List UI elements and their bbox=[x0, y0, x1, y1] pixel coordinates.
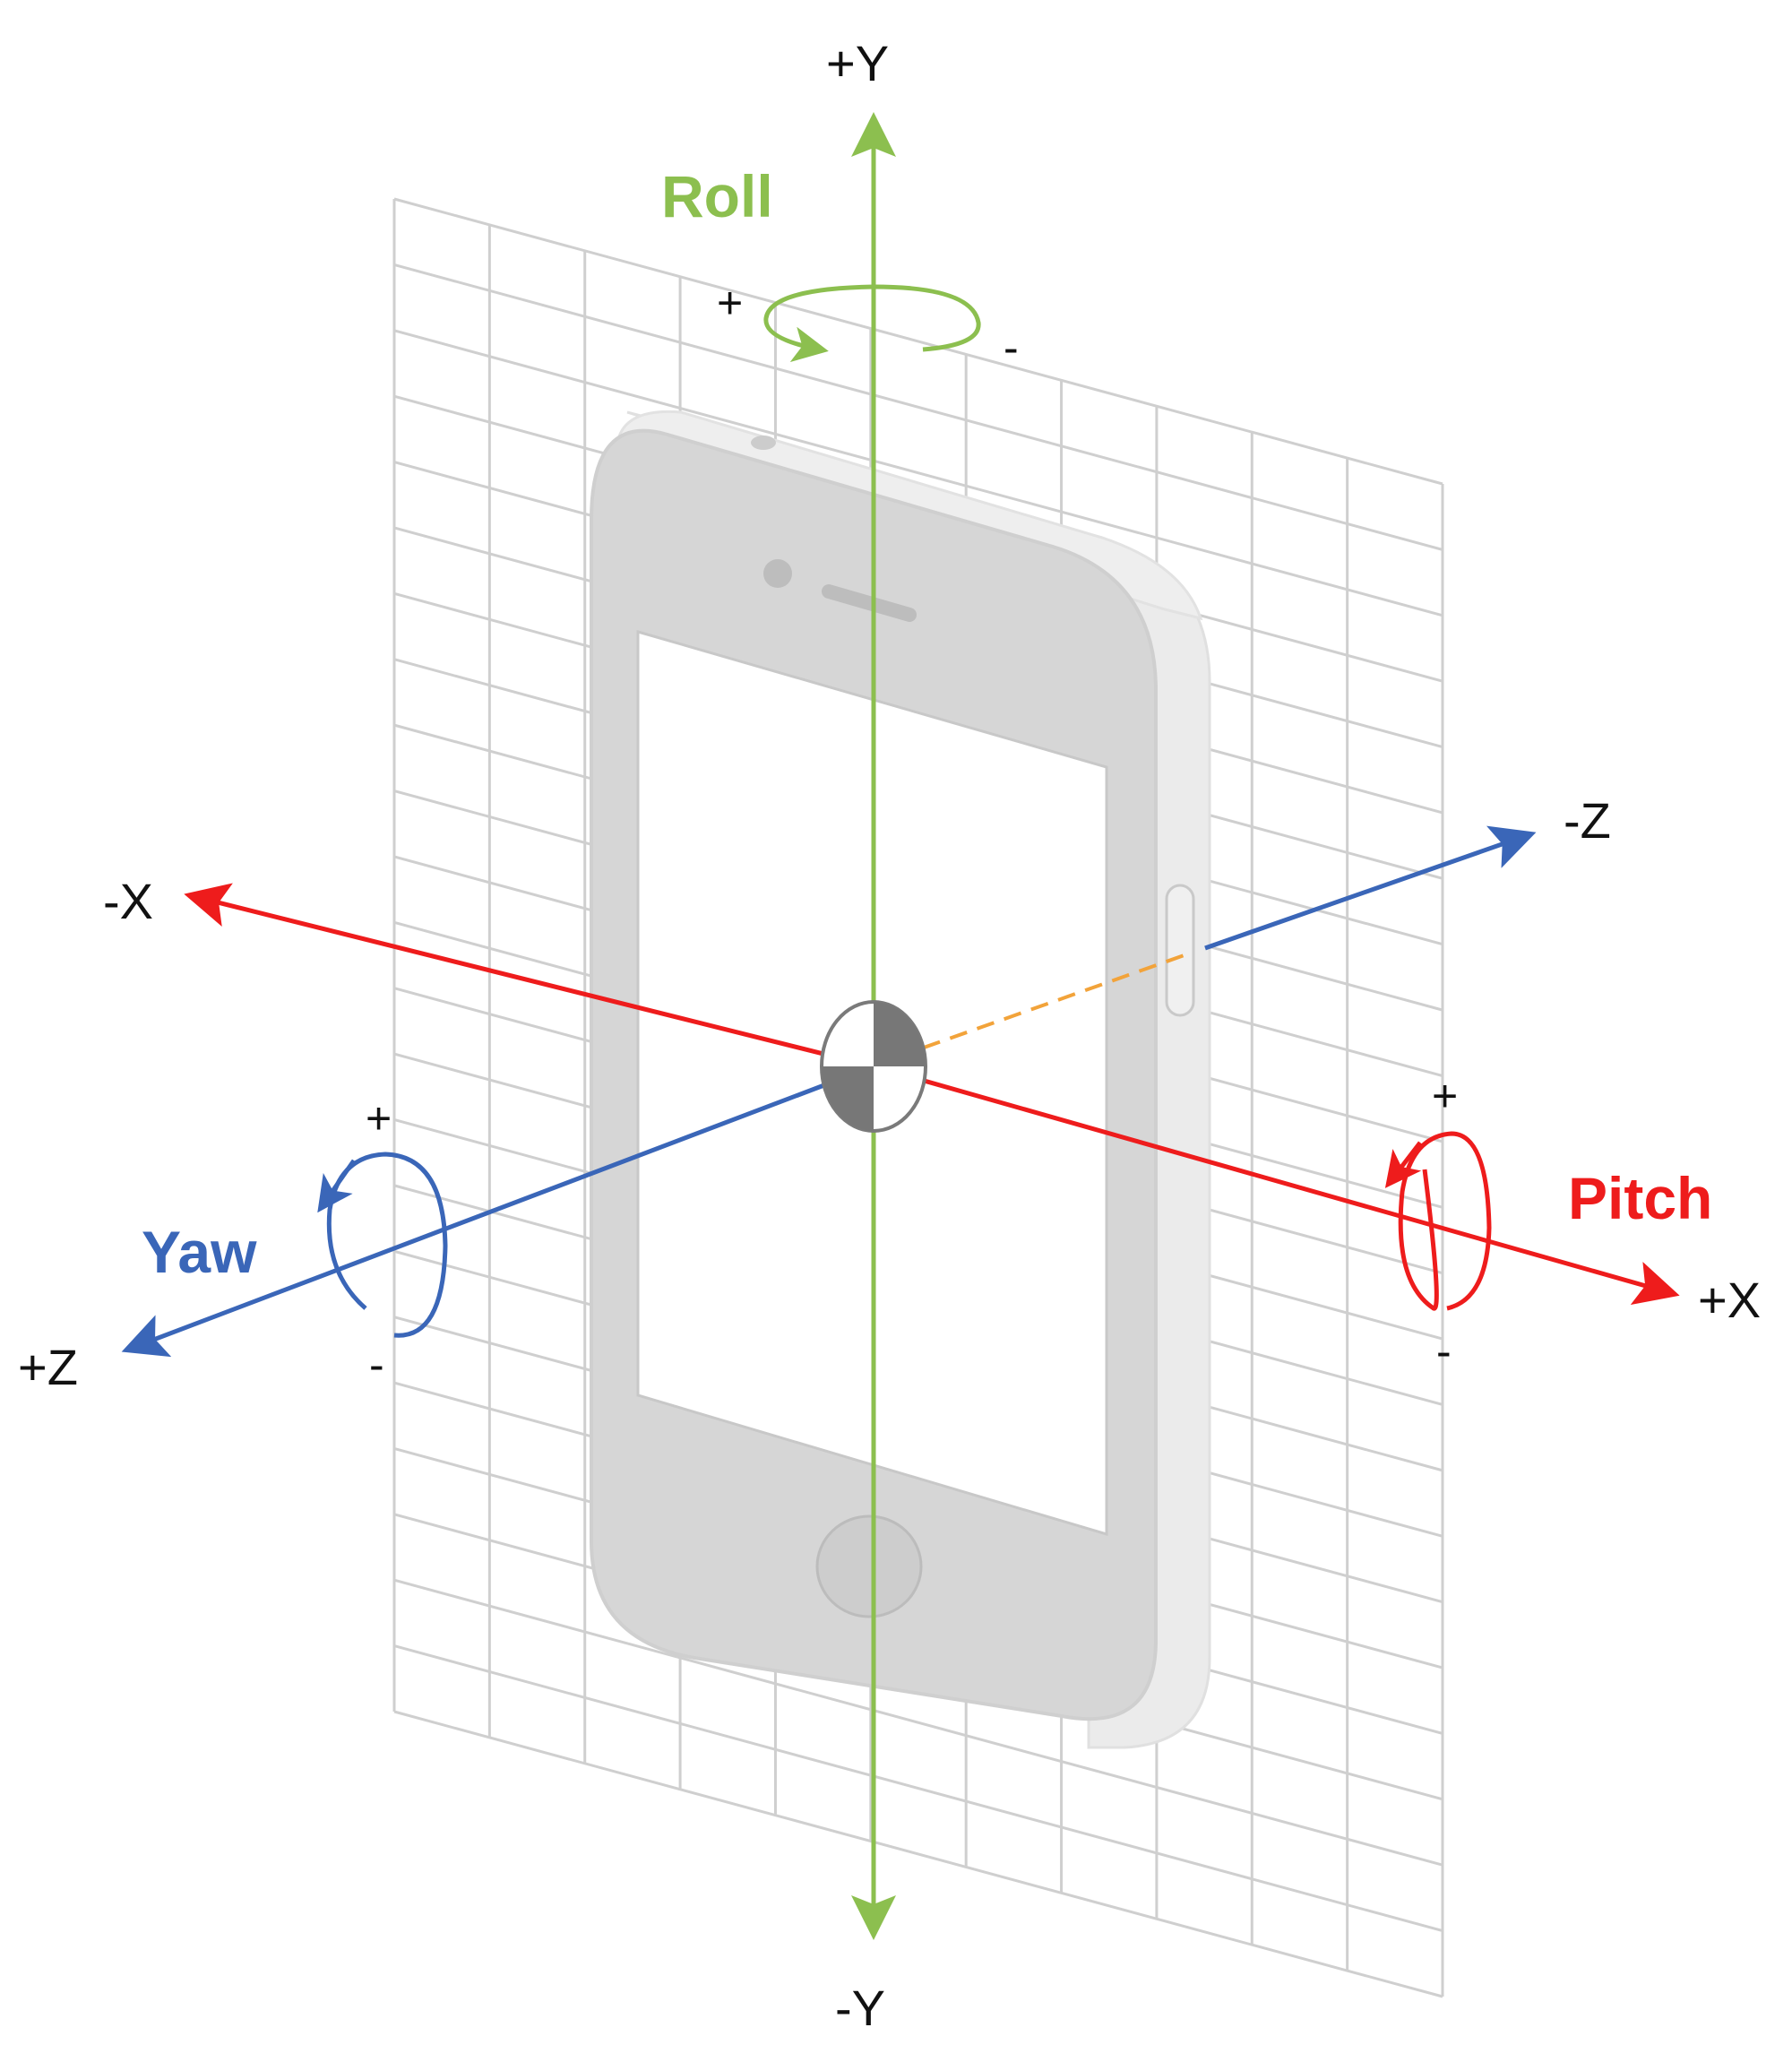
grid-line-horizontal bbox=[393, 1578, 1443, 1867]
pitch-label: Pitch bbox=[1568, 1165, 1712, 1231]
pitch-plus-sign: + bbox=[1432, 1071, 1458, 1121]
rotation-arrow-icon bbox=[326, 1152, 448, 1338]
roll-minus-sign: - bbox=[1004, 323, 1019, 373]
speaker-grille bbox=[822, 584, 917, 622]
center-of-mass-icon bbox=[820, 1000, 927, 1133]
grid-line-horizontal bbox=[393, 197, 1443, 486]
z-axis-hidden-segment bbox=[895, 951, 1193, 1059]
side-button bbox=[1165, 884, 1195, 1017]
grid-line-horizontal bbox=[393, 1710, 1443, 1998]
roll-plus-sign: + bbox=[717, 278, 743, 328]
x-axis-negative bbox=[184, 883, 874, 1069]
roll-label: Roll bbox=[661, 163, 773, 229]
plus-x-label: +X bbox=[1698, 1272, 1761, 1328]
grid-line-horizontal bbox=[393, 263, 1443, 551]
pitch-rotation-arrow bbox=[1384, 1131, 1492, 1311]
top-hole bbox=[751, 436, 776, 450]
grid-line-horizontal bbox=[393, 1644, 1443, 1933]
pitch-minus-sign: - bbox=[1436, 1326, 1452, 1376]
roll-rotation-arrow bbox=[763, 284, 981, 363]
home-button-icon bbox=[815, 1514, 923, 1618]
plus-y-label: +Y bbox=[826, 35, 889, 91]
front-camera bbox=[763, 559, 792, 588]
minus-y-label: -Y bbox=[835, 1980, 885, 2036]
yaw-label: Yaw bbox=[142, 1219, 257, 1285]
plus-z-label: +Z bbox=[18, 1339, 78, 1395]
z-axis-positive bbox=[121, 1064, 874, 1358]
yaw-rotation-arrow bbox=[317, 1152, 448, 1338]
minus-z-label: -Z bbox=[1564, 792, 1611, 849]
yaw-plus-sign: + bbox=[366, 1093, 392, 1143]
z-axis-negative bbox=[1204, 825, 1537, 951]
rotation-arrow-icon bbox=[763, 284, 981, 363]
x-axis-positive bbox=[873, 1064, 1680, 1306]
axes bbox=[121, 112, 1680, 1940]
yaw-minus-sign: - bbox=[369, 1340, 384, 1390]
minus-x-label: -X bbox=[103, 873, 153, 929]
grid-line-horizontal bbox=[393, 329, 1443, 617]
